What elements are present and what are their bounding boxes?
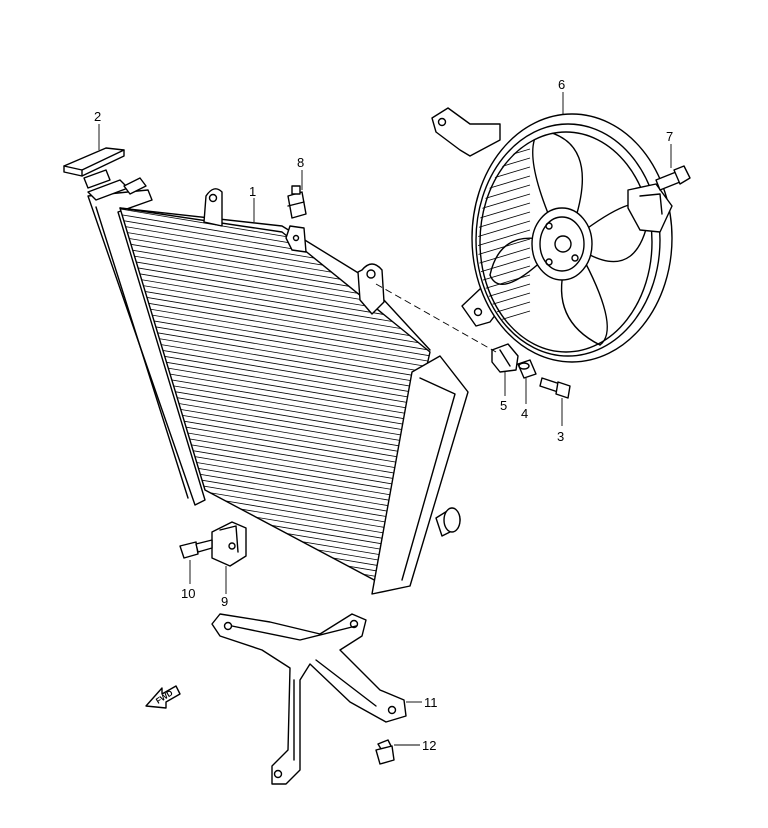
fan-right-bracket: [627, 183, 673, 233]
radiator-cap: [63, 147, 125, 189]
bracket-9: [211, 521, 247, 567]
callout-12: 12: [422, 738, 436, 753]
radiator-right-tank: [371, 355, 469, 595]
grommet-5: [491, 343, 519, 373]
fan-hub: [531, 207, 593, 281]
bolt-12: [375, 739, 395, 765]
callout-8: 8: [297, 155, 304, 170]
hose-clamp: [287, 185, 307, 219]
callout-5: 5: [500, 398, 507, 413]
callout-11: 11: [424, 695, 438, 710]
radiator-upper-tab: [203, 188, 223, 227]
bolt-3: [539, 377, 571, 399]
callouts: 1 2 3 4 5 6 7 8 9 10 11 12: [94, 77, 673, 753]
bolt-7: [655, 165, 691, 191]
radiator-left-tank: [87, 189, 206, 506]
callout-1: 1: [249, 184, 256, 199]
callout-10: 10: [181, 586, 195, 601]
fwd-arrow-icon: FWD: [145, 685, 181, 709]
callout-9: 9: [221, 594, 228, 609]
radiator-side-bracket: [357, 263, 385, 315]
radiator: [87, 177, 469, 595]
callout-4: 4: [521, 406, 528, 421]
callout-7: 7: [666, 129, 673, 144]
collar-4: [517, 359, 537, 379]
fan-upper-arm: [431, 107, 501, 157]
callout-2: 2: [94, 109, 101, 124]
assembly-line: [375, 283, 497, 353]
callout-3: 3: [557, 429, 564, 444]
callout-6: 6: [558, 77, 565, 92]
lower-bracket-11: [211, 613, 407, 785]
bolt-10: [179, 539, 213, 559]
leader-lines: [98, 92, 672, 746]
cooling-fan: [431, 107, 673, 363]
